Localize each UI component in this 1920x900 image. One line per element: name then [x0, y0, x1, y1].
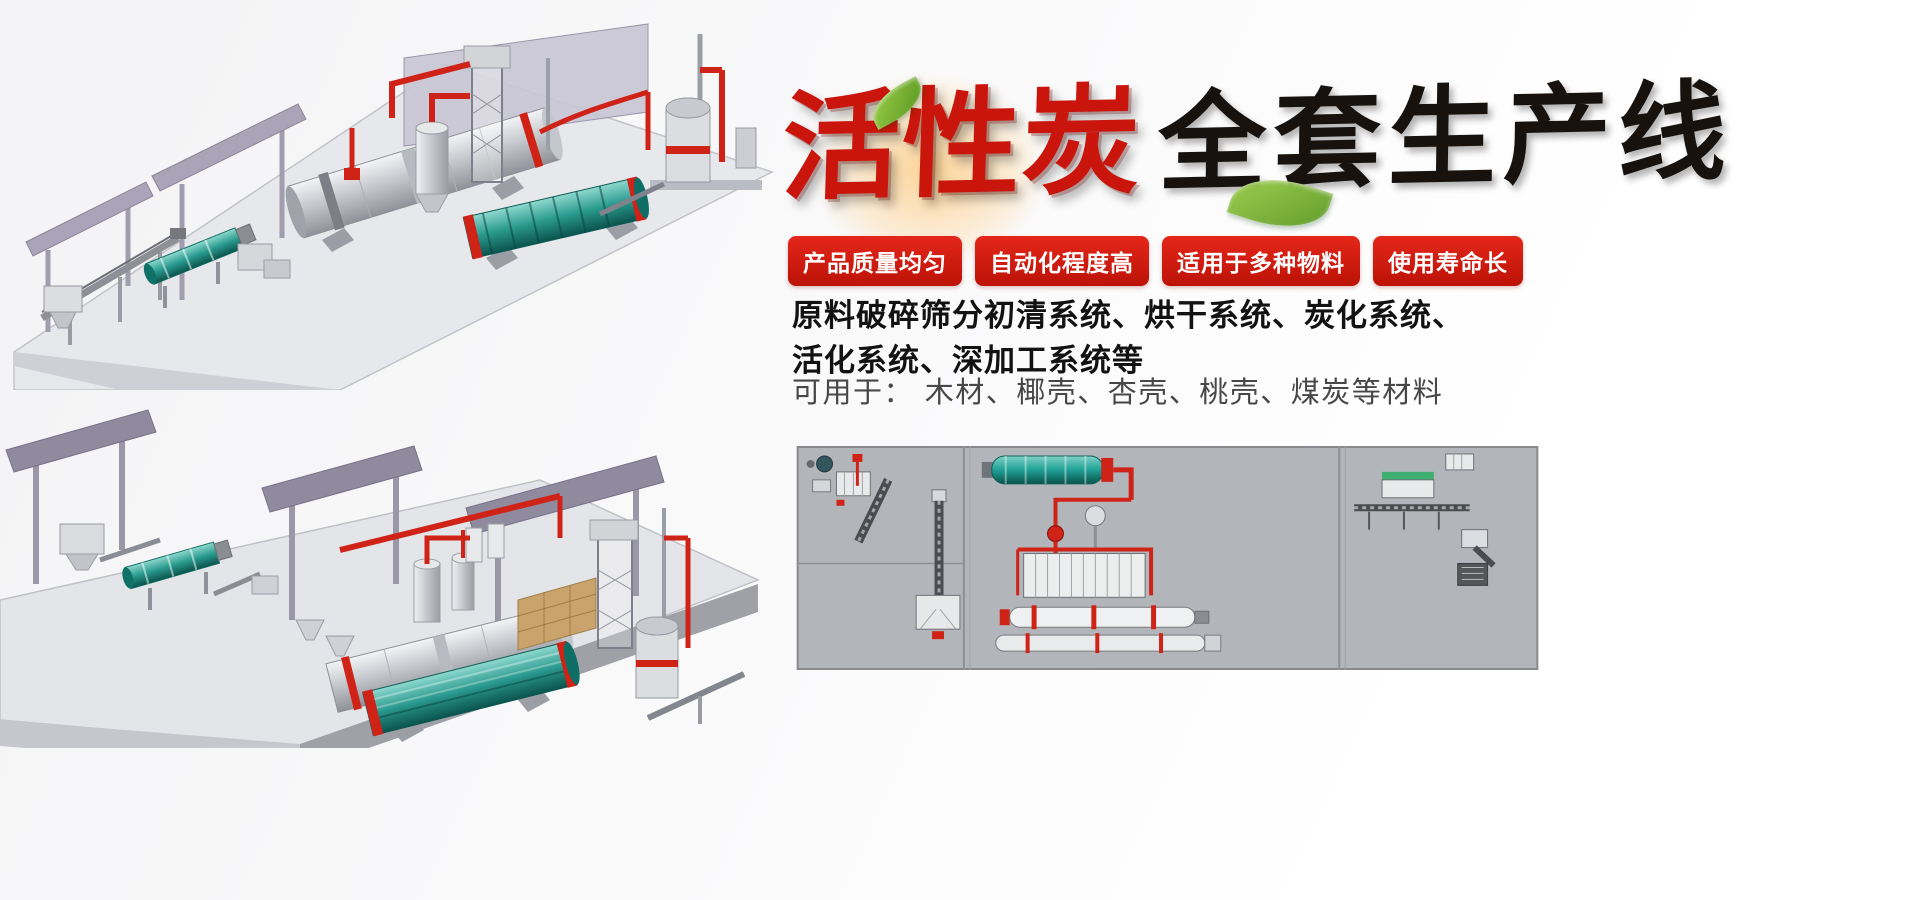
feature-badge-lifespan: 使用寿命长	[1373, 236, 1523, 286]
title-black-text: 全套生产线	[1157, 69, 1734, 207]
factory-render-bottom-icon	[0, 409, 760, 748]
schematic-packing-section	[1354, 453, 1496, 586]
wall-panels-bottom	[5, 409, 665, 642]
tower-and-furnace-bottom	[589, 508, 746, 724]
schematic-conveyors-left	[854, 477, 961, 640]
platform-top	[13, 63, 774, 390]
carbonization-furnace-top	[598, 34, 762, 217]
feature-badges: 产品质量均匀 自动化程度高 适用于多种物料 使用寿命长	[788, 236, 1523, 286]
schematic-walls	[796, 446, 1346, 670]
layout-schematic-icon	[796, 446, 1539, 670]
schematic-rotary-kilns	[995, 605, 1222, 654]
feature-badge-quality: 产品质量均匀	[788, 236, 962, 286]
feed-section-bottom	[59, 523, 355, 657]
activation-drum-top	[462, 176, 649, 270]
red-piping-top	[344, 61, 651, 180]
small-rotary-screen-top	[143, 223, 291, 308]
feature-badge-automation: 自动化程度高	[975, 236, 1149, 286]
feature-badge-materials: 适用于多种物料	[1162, 236, 1360, 286]
schematic-crusher-cluster	[806, 453, 871, 506]
materials-line: 可用于： 木材、椰壳、杏壳、桃壳、煤炭等材料	[792, 375, 1444, 409]
schematic-cooler-radiator	[1016, 547, 1154, 598]
page-title: 活性炭 全套生产线	[779, 64, 1735, 218]
activation-drum-bottom	[362, 640, 580, 737]
factory-render-top-icon	[13, 23, 774, 390]
system-description-line2: 活化系统、深加工系统等	[792, 343, 1144, 379]
system-description: 原料破碎筛分初清系统、烘干系统、炭化系统、 活化系统、深加工系统等	[792, 294, 1464, 384]
schematic-dryer-drum	[981, 455, 1134, 500]
tanks-and-pipes-bottom	[339, 493, 563, 623]
dryer-drum-bottom	[325, 605, 574, 742]
elevator-tower-top	[463, 45, 550, 183]
title-red-text: 活性炭	[779, 71, 1145, 218]
cyclone-tank-top	[415, 93, 470, 213]
system-description-line1: 原料破碎筛分初清系统、烘干系统、炭化系统、	[792, 298, 1464, 334]
layout-schematic-panel	[795, 446, 1540, 670]
brick-kiln-bottom	[517, 577, 597, 651]
